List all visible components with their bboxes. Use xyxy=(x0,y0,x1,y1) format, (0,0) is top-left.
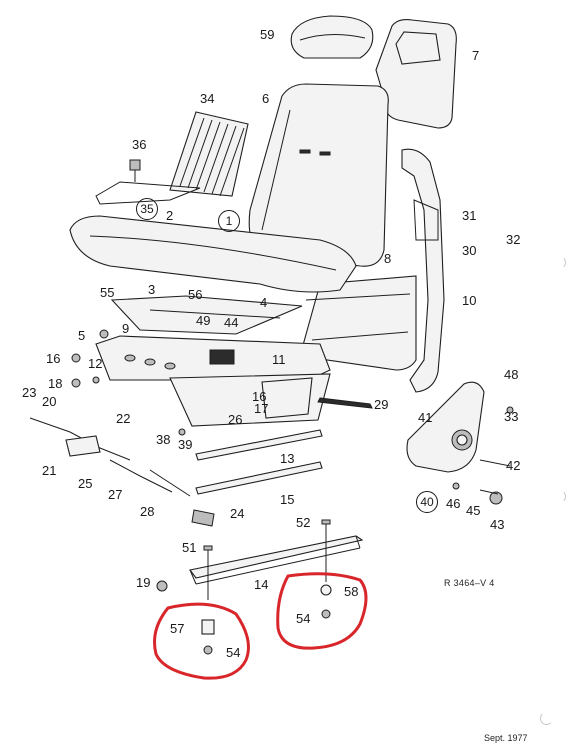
part-label-31: 31 xyxy=(462,208,477,223)
part-label-46: 46 xyxy=(446,496,461,511)
part-label-10: 10 xyxy=(462,293,477,308)
part-label-48: 48 xyxy=(504,367,519,382)
part-label-30: 30 xyxy=(462,243,477,258)
seat-cushion-part xyxy=(69,215,357,293)
part-label-54b: 54 xyxy=(296,611,311,626)
fasteners-part xyxy=(71,329,514,655)
back-panel-part xyxy=(299,275,417,371)
part-label-16b: 16 xyxy=(252,389,267,404)
part-label-43: 43 xyxy=(490,517,505,532)
part-label-44: 44 xyxy=(224,315,239,330)
highlight-loop-right xyxy=(276,572,368,650)
part-label-49: 49 xyxy=(196,313,211,328)
part-label-32: 32 xyxy=(506,232,521,247)
part-label-4: 4 xyxy=(260,295,268,310)
part-label-52: 52 xyxy=(296,515,311,530)
part-label-2: 2 xyxy=(166,208,174,223)
seat-pan-part xyxy=(110,295,303,335)
part-label-21: 21 xyxy=(42,463,57,478)
part-label-11: 11 xyxy=(272,352,286,367)
adjuster-linkage-part xyxy=(29,417,215,527)
part-label-42: 42 xyxy=(506,458,521,473)
part-label-59: 59 xyxy=(260,27,275,42)
heater-part xyxy=(95,159,201,205)
punch-hole-mark xyxy=(553,256,566,269)
part-label-12: 12 xyxy=(88,356,103,371)
part-label-57: 57 xyxy=(170,621,185,636)
part-label-7: 7 xyxy=(472,48,480,63)
part-label-26: 26 xyxy=(228,412,243,427)
headrest-frame-part xyxy=(375,19,457,129)
part-label-22: 22 xyxy=(116,411,131,426)
spring-mat-part xyxy=(169,111,249,197)
part-label-15: 15 xyxy=(280,492,295,507)
part-label-13: 13 xyxy=(280,451,295,466)
part-label-27: 27 xyxy=(108,487,123,502)
part-label-28: 28 xyxy=(140,504,155,519)
drawing-reference-code: R 3464–V 4 xyxy=(444,578,495,588)
drawing-date: Sept. 1977 xyxy=(484,733,528,743)
part-label-17: 17 xyxy=(254,401,269,416)
recliner-mechanism-part xyxy=(406,381,511,505)
cross-rails-part xyxy=(195,429,323,495)
part-label-9: 9 xyxy=(122,321,130,336)
punch-hole-mark xyxy=(553,490,566,503)
part-label-18: 18 xyxy=(48,376,63,391)
part-label-41: 41 xyxy=(418,410,433,425)
part-label-58: 58 xyxy=(344,584,359,599)
part-label-19: 19 xyxy=(136,575,151,590)
part-label-33: 33 xyxy=(504,409,519,424)
part-label-54a: 54 xyxy=(226,645,241,660)
part-label-20: 20 xyxy=(42,394,57,409)
headrest-part xyxy=(290,15,374,59)
part-label-23: 23 xyxy=(22,385,37,400)
back-frame-part xyxy=(401,148,445,393)
part-label-25: 25 xyxy=(78,476,93,491)
part-label-3: 3 xyxy=(148,282,156,297)
part-label-29: 29 xyxy=(374,397,389,412)
lower-structure-part xyxy=(169,373,373,427)
part-label-55: 55 xyxy=(100,285,115,300)
part-label-1: 1 xyxy=(218,210,240,232)
part-label-39: 39 xyxy=(178,437,193,452)
slide-rail-part xyxy=(189,535,364,585)
part-label-38: 38 xyxy=(156,432,171,447)
part-label-45: 45 xyxy=(466,503,481,518)
part-label-24: 24 xyxy=(230,506,245,521)
part-label-40: 40 xyxy=(416,491,438,513)
part-label-36: 36 xyxy=(132,137,147,152)
part-label-34: 34 xyxy=(200,91,215,106)
part-label-51: 51 xyxy=(182,540,197,555)
part-label-14: 14 xyxy=(254,577,269,592)
part-label-8: 8 xyxy=(384,251,392,266)
highlight-loop-left xyxy=(153,602,250,680)
punch-hole-mark xyxy=(540,712,553,725)
part-label-5: 5 xyxy=(78,328,86,343)
part-label-35: 35 xyxy=(136,198,158,220)
part-label-56: 56 xyxy=(188,287,203,302)
part-label-16a: 16 xyxy=(46,351,61,366)
part-label-6: 6 xyxy=(262,91,270,106)
